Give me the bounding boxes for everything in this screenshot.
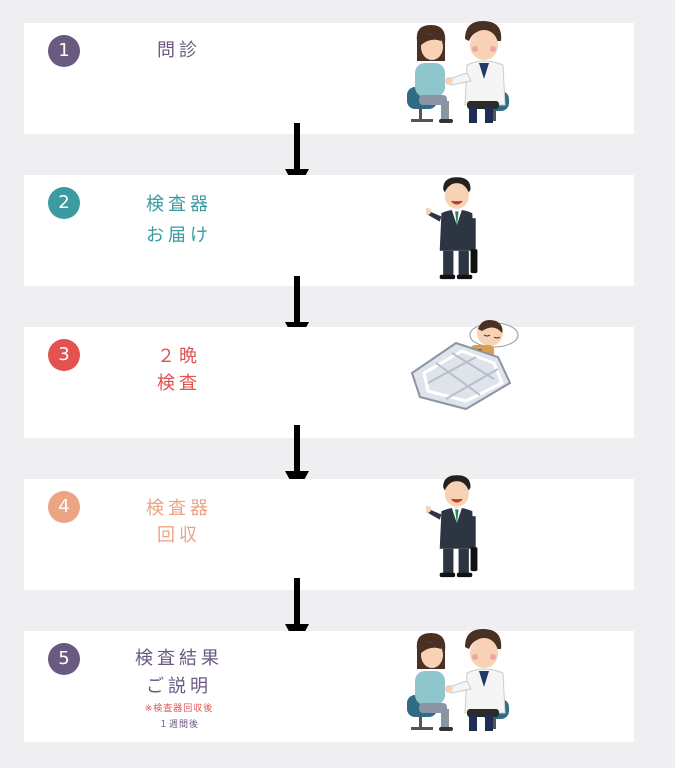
step-card-2: 2 検査器 お届け — [24, 175, 634, 286]
step-5-title-line-2: ご説明 — [146, 676, 212, 697]
step-badge-3: 3 — [48, 339, 80, 371]
step-5-title-line-1: 検査結果 — [135, 648, 223, 669]
step-5-note-line-1: ※検査器回収後 — [144, 704, 214, 714]
step-5-note-line-2: １週間後 — [158, 720, 199, 730]
doctor-consultation-icon — [405, 629, 515, 739]
step-2-title-line-2: お届け — [146, 225, 212, 246]
step-badge-4: 4 — [48, 491, 80, 523]
businessman-delivery-icon — [426, 171, 486, 286]
step-3-title-line-1: ２晩 — [157, 346, 201, 367]
step-badge-1: 1 — [48, 35, 80, 67]
step-badge-5: 5 — [48, 643, 80, 675]
businessman-collection-icon — [426, 469, 486, 584]
step-3-title-line-2: 検査 — [157, 373, 201, 394]
step-1-title-line-1: 問診 — [157, 40, 201, 61]
step-card-3: 3 ２晩 検査 — [24, 327, 634, 438]
sleeping-test-icon — [406, 313, 526, 413]
step-card-1: 1 問診 — [24, 23, 634, 134]
step-4-title-line-1: 検査器 — [146, 498, 212, 519]
step-badge-2: 2 — [48, 187, 80, 219]
step-4-title-line-2: 回収 — [157, 525, 201, 546]
doctor-consultation-icon — [405, 21, 515, 131]
step-card-5: 5 検査結果 ご説明 ※検査器回収後 １週間後 — [24, 631, 634, 742]
step-card-4: 4 検査器 回収 — [24, 479, 634, 590]
step-2-title-line-1: 検査器 — [146, 194, 212, 215]
